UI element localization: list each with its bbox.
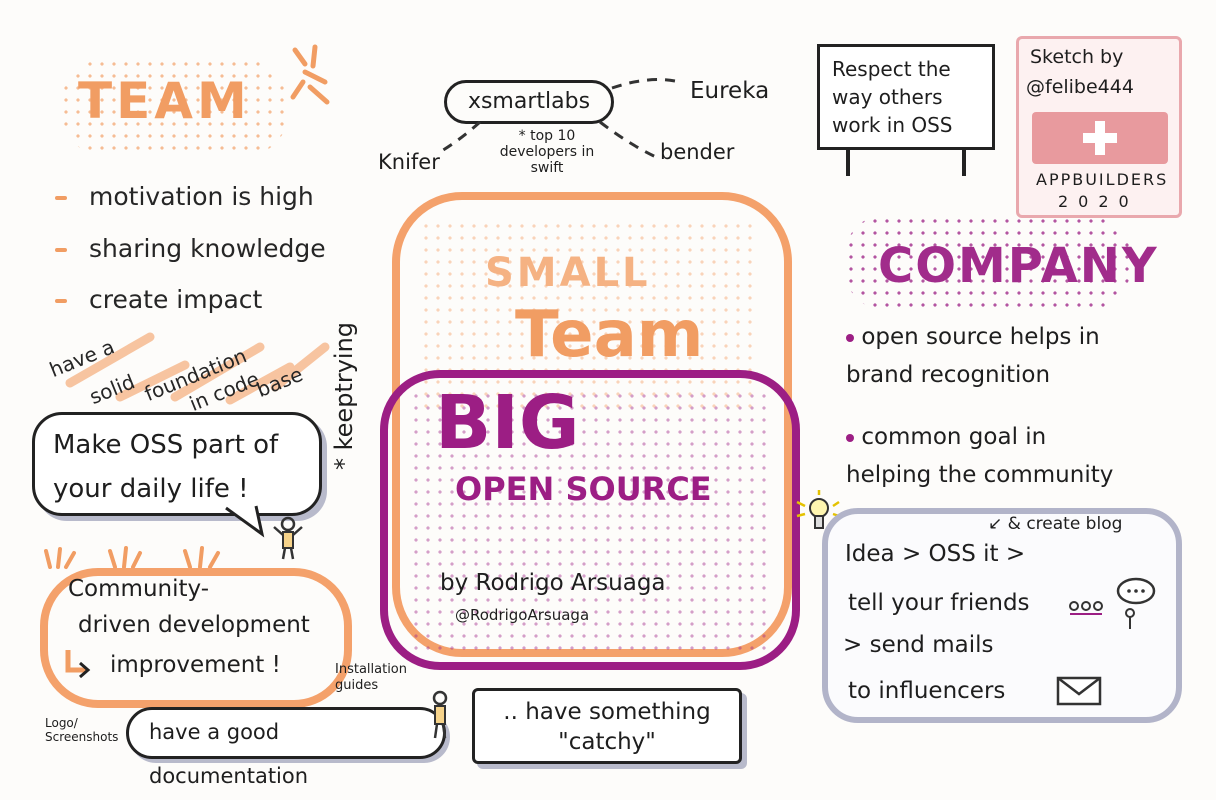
team-title: TEAM: [78, 72, 251, 130]
catchy-bubble: .. have something "catchy": [472, 688, 742, 764]
bender-label: bender: [660, 140, 735, 164]
create-blog-note: ↙ & create blog: [988, 514, 1123, 534]
logo-screenshots: Logo/ Screenshots: [45, 716, 130, 744]
xsmartlabs-text: xsmartlabs: [467, 89, 591, 114]
company-bullet-2-b: helping the community: [846, 462, 1114, 488]
community-box: [40, 568, 352, 708]
author-label: by Rodrigo Arsuaga: [440, 570, 666, 596]
highlight-strokes: [65, 332, 330, 405]
step-arrow-icon: >: [1005, 541, 1026, 567]
team-bullet-2: sharing knowledge: [55, 234, 326, 263]
author-handle: @RodrigoArsuaga: [455, 606, 590, 624]
idea-flow-box: [822, 508, 1182, 723]
community-line-1: Community-: [68, 576, 210, 602]
community-line-2: driven development: [78, 612, 310, 638]
community-line-3: improvement !: [110, 652, 281, 678]
company-title-dots: [845, 215, 1130, 310]
sparkle-icon: [290, 44, 330, 105]
step-arrow-icon: >: [843, 632, 870, 658]
team-bullet-text: sharing knowledge: [89, 234, 326, 263]
catchy-text: .. have something "catchy": [503, 699, 711, 755]
team-bullet-text: motivation is high: [89, 182, 314, 211]
bullet-dot: [846, 333, 854, 342]
sign-post-right: [962, 150, 966, 176]
credit-line-2: @felibe444: [1026, 76, 1134, 98]
credit-line-3: APPBUILDERS: [1036, 170, 1169, 189]
company-bullet-1: open source helps in brand recognition: [846, 318, 1100, 394]
arrow-icon: [65, 650, 91, 679]
big-oss-dots: [410, 390, 770, 650]
installation-guides: Installation guides: [335, 662, 420, 694]
connector-lines: [439, 78, 680, 160]
send-mails-step: > send mails: [843, 632, 993, 658]
person-icon: [273, 516, 303, 560]
team-title-dots: [60, 58, 290, 158]
documentation-text: have a good documentation: [149, 720, 309, 788]
credit-line-1: Sketch by: [1030, 46, 1124, 68]
crowd-icon: [44, 546, 220, 569]
team-bullet-1: motivation is high: [55, 182, 314, 211]
respect-text: Respect the way others work in OSS: [832, 57, 953, 137]
company-title: COMPANY: [878, 238, 1159, 294]
company-bullet-1-b: brand recognition: [846, 362, 1051, 388]
envelope-icon: [1056, 676, 1102, 706]
bullet-dot: [846, 433, 854, 442]
open-source-label: OPEN SOURCE: [455, 470, 712, 508]
influencers-step: to influencers: [848, 678, 1006, 704]
small-team-dots: [420, 220, 760, 410]
xsmartlabs-oval: xsmartlabs: [444, 80, 614, 124]
company-bullet-2: common goal in helping the community: [846, 418, 1113, 494]
step-arrow-icon: >: [901, 541, 929, 567]
crowd-icon: [1069, 601, 1103, 615]
installation-text: Installation guides: [335, 662, 408, 693]
create-blog-text: & create blog: [1007, 514, 1123, 534]
company-bullet-2-a: common goal in: [861, 424, 1047, 450]
make-oss-bubble: Make OSS part of your daily life !: [32, 412, 322, 516]
keeptrying-label: * keeptrying: [330, 321, 358, 470]
respect-sign: Respect the way others work in OSS: [817, 44, 995, 150]
big-oss-cloud: [380, 370, 800, 670]
team-bullet-text: create impact: [89, 285, 263, 314]
knifer-label: Knifer: [378, 150, 440, 174]
eureka-label: Eureka: [690, 78, 770, 104]
small-label: SMALL: [485, 250, 651, 296]
make-oss-text: Make OSS part of your daily life !: [53, 430, 279, 504]
oss-it-text: OSS it: [928, 541, 999, 567]
tell-friends-step: tell your friends: [848, 590, 1030, 616]
bubble-tail: [225, 505, 265, 538]
idea-text: Idea: [845, 541, 895, 567]
send-mails-text: send mails: [869, 632, 994, 658]
idea-step: Idea > OSS it >: [845, 541, 1025, 567]
team-label: Team: [515, 298, 704, 372]
sign-post-left: [846, 150, 850, 176]
big-label: BIG: [435, 380, 580, 466]
team-bullet-3: create impact: [55, 285, 262, 314]
documentation-box: have a good documentation: [126, 707, 446, 788]
person-icon: [432, 690, 448, 739]
swiss-flag-icon: [1032, 112, 1168, 164]
logos-text: Logo/ Screenshots: [45, 716, 119, 744]
company-bullet-1-a: open source helps in: [861, 324, 1100, 350]
top10-note: * top 10 developers in swift: [499, 128, 595, 176]
speech-bubble-icon: [1116, 577, 1156, 629]
credit-line-4: 2020: [1058, 192, 1139, 211]
